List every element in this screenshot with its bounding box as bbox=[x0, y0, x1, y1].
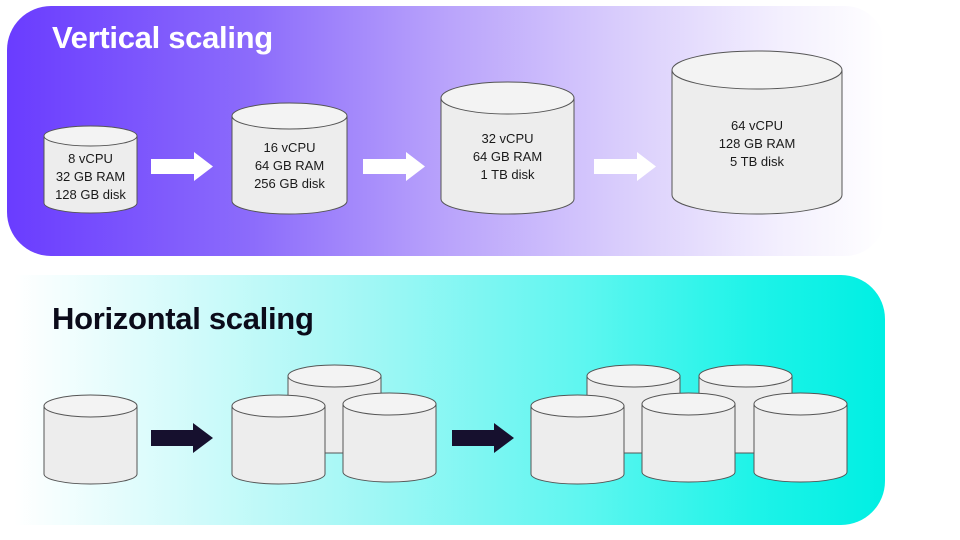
arrow-right-icon bbox=[151, 423, 213, 453]
server-cylinder-large bbox=[440, 81, 575, 215]
arrow-right-icon bbox=[594, 152, 656, 181]
vcpu-value: 32 vCPU bbox=[481, 131, 534, 146]
arrow-right-icon bbox=[363, 152, 425, 181]
server-cylinder bbox=[753, 392, 848, 483]
arrow-right-icon bbox=[151, 152, 213, 181]
server-spec-label: 8 vCPU 32 GB RAM 128 GB disk bbox=[44, 150, 137, 204]
server-cylinder bbox=[342, 392, 437, 483]
disk-value: 256 GB disk bbox=[254, 176, 325, 191]
server-spec-label: 32 vCPU 64 GB RAM 1 TB disk bbox=[441, 130, 574, 184]
disk-value: 1 TB disk bbox=[480, 167, 535, 182]
server-cylinder bbox=[530, 394, 625, 485]
vcpu-value: 64 vCPU bbox=[730, 118, 784, 133]
server-cylinder-medium bbox=[231, 102, 348, 215]
vcpu-value: 8 vCPU bbox=[68, 151, 113, 166]
arrow-right-icon bbox=[452, 423, 514, 453]
server-cylinder-xlarge bbox=[671, 50, 843, 215]
server-spec-label: 64 vCPU 128 GB RAM 5 TB disk bbox=[672, 117, 842, 171]
ram-value: 64 GB RAM bbox=[472, 149, 543, 164]
vertical-scaling-title: Vertical scaling bbox=[52, 20, 273, 55]
disk-value: 5 TB disk bbox=[730, 154, 784, 169]
ram-value: 32 GB RAM bbox=[55, 169, 126, 184]
ram-value: 64 GB RAM bbox=[254, 158, 325, 173]
server-cylinder bbox=[43, 394, 138, 485]
horizontal-scaling-title: Horizontal scaling bbox=[52, 301, 314, 336]
vcpu-value: 16 vCPU bbox=[263, 140, 316, 155]
disk-value: 128 GB disk bbox=[55, 187, 126, 202]
ram-value: 128 GB RAM bbox=[718, 136, 796, 151]
server-spec-label: 16 vCPU 64 GB RAM 256 GB disk bbox=[232, 139, 347, 193]
server-cylinder bbox=[231, 394, 326, 485]
server-cylinder-small bbox=[43, 125, 138, 214]
server-cylinder bbox=[641, 392, 736, 483]
